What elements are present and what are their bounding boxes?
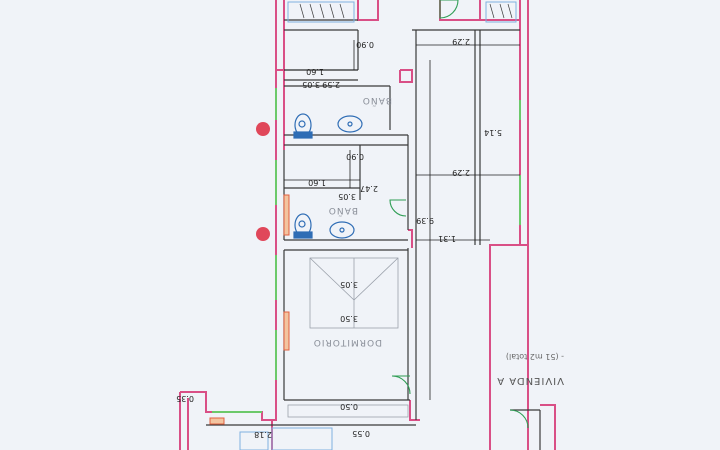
outer-walls xyxy=(179,0,556,450)
toilet-icon xyxy=(293,213,313,239)
room-label-bano-1: BAÑO xyxy=(362,95,392,106)
toilet-icon xyxy=(293,113,313,139)
dimension-labels: 0.90 2.29 1.60 3.05 2.59 5.14 0.90 1.60 … xyxy=(176,37,502,439)
door-swings xyxy=(389,0,529,429)
auxiliary-lines xyxy=(287,257,409,418)
room-label-dormitorio: DORMITORIO xyxy=(313,337,382,347)
dim-3-50: 3.50 xyxy=(340,314,358,323)
dim-2-29-mid: 2.29 xyxy=(452,168,470,177)
dim-9-39: 9.39 xyxy=(416,216,434,225)
heaters xyxy=(209,194,290,425)
dim-3-05-mid: 3.05 xyxy=(338,192,356,201)
dim-0-50: 0.50 xyxy=(340,402,358,411)
furniture xyxy=(239,1,517,450)
dim-2-18: 2.18 xyxy=(254,430,272,439)
dim-5-14: 5.14 xyxy=(484,128,502,137)
sink-icon xyxy=(337,115,363,133)
location-marker-icon xyxy=(256,122,270,136)
dim-3-05-low: 3.05 xyxy=(340,280,358,289)
sink-icon xyxy=(329,221,355,239)
dim-0-35: 0.35 xyxy=(176,394,194,403)
dimension-lines xyxy=(284,40,520,400)
dim-2-47: 2.47 xyxy=(360,184,378,193)
windows xyxy=(212,88,521,413)
unit-area: - (51 m2 total) xyxy=(506,352,564,361)
room-label-bano-2: BAÑO xyxy=(328,205,358,216)
hatch-patterns xyxy=(299,3,513,19)
dim-0-90-mid: 0.90 xyxy=(346,152,364,161)
dim-0-55: 0.55 xyxy=(352,429,370,438)
dim-1-31: 1.31 xyxy=(438,234,456,243)
dim-2-59: 2.59 xyxy=(322,80,340,89)
dim-2-29-top: 2.29 xyxy=(452,37,470,46)
dim-0-90: 0.90 xyxy=(356,40,374,49)
location-marker-icon xyxy=(256,227,270,241)
dim-1-60-top: 1.60 xyxy=(306,67,324,76)
dim-3-05-top: 3.05 xyxy=(302,80,320,89)
unit-label: VIVIENDA A xyxy=(496,375,564,386)
dim-1-60-mid: 1.60 xyxy=(308,178,326,187)
room-labels: BAÑO BAÑO DORMITORIO VIVIENDA A - (51 m2… xyxy=(313,95,564,386)
